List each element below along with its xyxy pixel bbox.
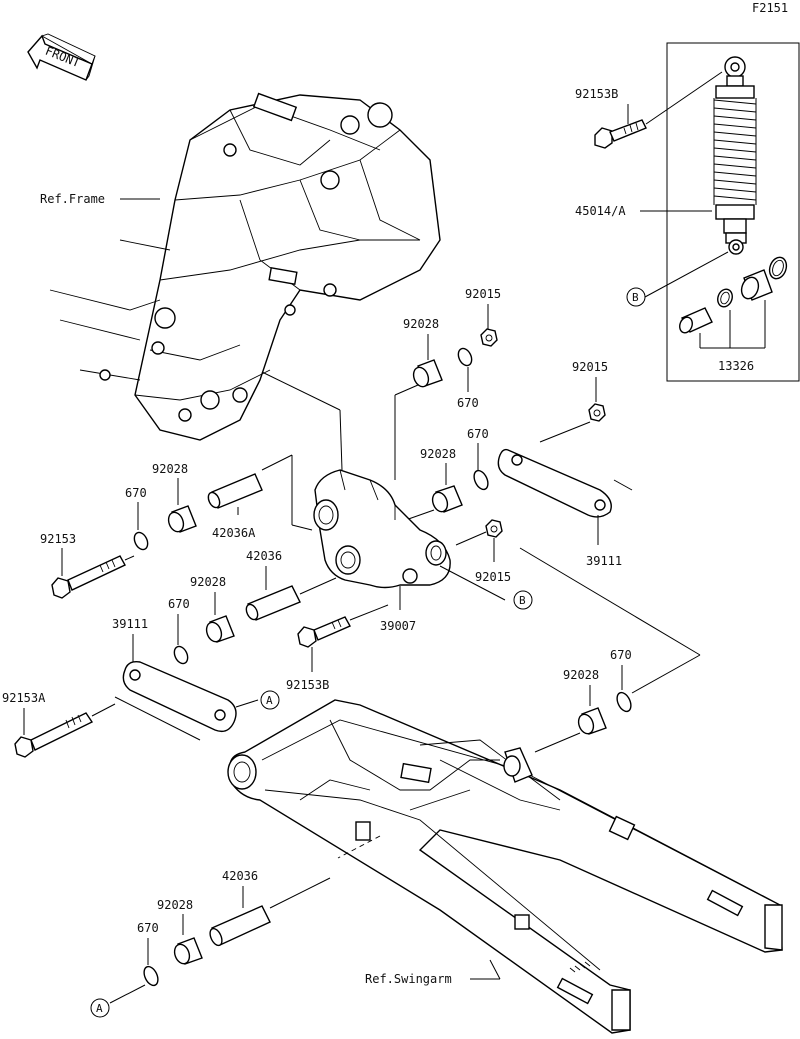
bolt-92153 — [51, 555, 126, 599]
oring-670-f — [143, 965, 159, 987]
part-39007: 39007 — [380, 619, 416, 633]
part-92028-e: 92028 — [563, 668, 599, 682]
ref-swingarm-label: Ref.Swingarm — [365, 972, 452, 986]
part-42036A: 42036A — [212, 526, 256, 540]
swingarm-drawing — [227, 699, 783, 1034]
part-92015-b: 92015 — [572, 360, 608, 374]
bushing-92028-c — [167, 505, 197, 533]
part-92153B-mid: 92153B — [286, 678, 329, 692]
oring-670-b — [473, 469, 489, 491]
bushing-92028-d — [205, 615, 235, 643]
bushing-set-13326 — [679, 256, 788, 334]
callout-a-bottom-label: A — [96, 1002, 103, 1015]
part-670-b: 670 — [467, 427, 489, 441]
part-39111-left: 39111 — [112, 617, 148, 631]
bolt-92153B-mid — [297, 616, 351, 648]
part-92028-b: 92028 — [420, 447, 456, 461]
part-670-d: 670 — [168, 597, 190, 611]
callout-a-bottom — [90, 998, 110, 1018]
collar-42036-a — [245, 585, 301, 621]
collar-42036-b — [209, 905, 271, 947]
nut-92015-a — [480, 328, 498, 347]
part-92153B-top: 92153B — [575, 87, 618, 101]
figure-code: F2151 — [752, 1, 788, 15]
nut-92015-b — [588, 403, 606, 422]
part-670-f: 670 — [137, 921, 159, 935]
part-92028-a: 92028 — [403, 317, 439, 331]
part-39111-right: 39111 — [586, 554, 622, 568]
part-670-a: 670 — [457, 396, 479, 410]
callout-a-mid — [260, 690, 280, 710]
shock-inset-box — [666, 42, 800, 382]
callout-b-mid-label: B — [519, 594, 526, 607]
callout-b-mid — [513, 590, 533, 610]
part-92153A: 92153A — [2, 691, 46, 705]
bushing-92028-a — [412, 359, 443, 388]
part-92028-c: 92028 — [152, 462, 188, 476]
front-arrow-icon: FRONT — [27, 33, 96, 81]
oring-670-e — [616, 691, 632, 713]
frame-drawing — [49, 92, 441, 441]
part-92015-c: 92015 — [475, 570, 511, 584]
oring-670-c — [133, 531, 149, 551]
part-92015-a: 92015 — [465, 287, 501, 301]
bushing-92028-b — [431, 485, 463, 513]
oring-670-a — [457, 347, 473, 367]
bushing-92028-f — [173, 937, 203, 965]
part-92153: 92153 — [40, 532, 76, 546]
link-39111-right — [497, 448, 612, 518]
part-92028-f: 92028 — [157, 898, 193, 912]
bushing-92028-e — [577, 707, 607, 735]
nut-92015-c — [485, 519, 503, 538]
oring-670-d — [173, 645, 189, 665]
bolt-92153B-top — [594, 119, 647, 149]
part-670-e: 670 — [610, 648, 632, 662]
ref-frame-label: Ref.Frame — [40, 192, 105, 206]
part-42036-a: 42036 — [246, 549, 282, 563]
callout-a-mid-label: A — [266, 694, 273, 707]
collar-42036A — [207, 473, 263, 509]
part-42036-b: 42036 — [222, 869, 258, 883]
link-39111-left — [122, 660, 237, 733]
rocker-arm-39007 — [313, 469, 451, 589]
part-13326: 13326 — [718, 359, 754, 373]
part-670-c: 670 — [125, 486, 147, 500]
part-45014A: 45014/A — [575, 204, 626, 218]
shock-absorber — [713, 56, 757, 255]
bolt-92153A — [14, 712, 94, 758]
callout-b-top-label: B — [632, 291, 639, 304]
part-92028-d: 92028 — [190, 575, 226, 589]
